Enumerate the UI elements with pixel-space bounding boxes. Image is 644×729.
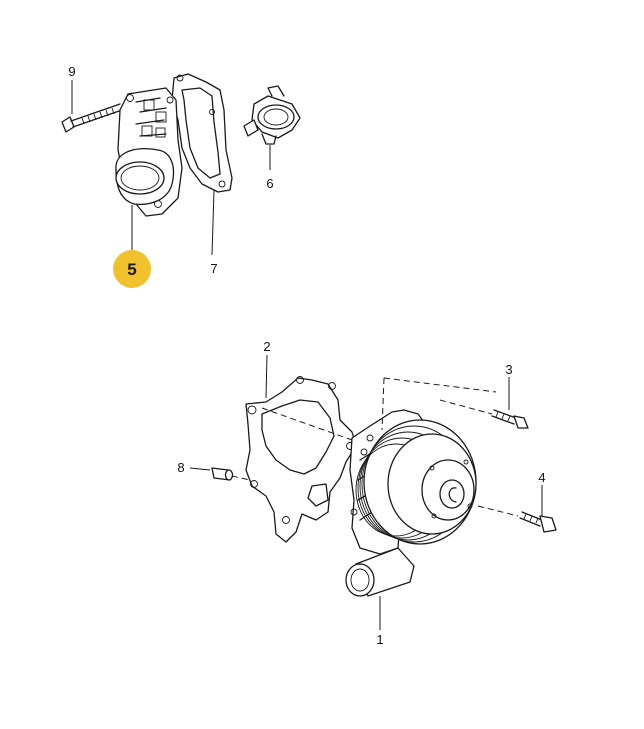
highlight-marker-5[interactable]: 5 [113,205,151,288]
leader-line-2 [265,354,268,399]
thermostat-part-6[interactable] [243,85,301,145]
callout-4: 4 [538,470,545,485]
thermostat-housing-part-5[interactable] [115,87,183,217]
bolt-part-3[interactable] [491,409,529,429]
alignment-lines [231,377,519,517]
water-pump-part-1[interactable] [345,409,477,597]
callout-3: 3 [505,362,512,377]
bolt-part-8[interactable] [61,103,123,133]
callout-8: 9 [68,64,75,79]
callout-1: 1 [376,632,383,647]
callout-9: 8 [177,460,184,475]
highlight-label: 5 [127,260,136,279]
gasket-part-2[interactable] [245,376,357,543]
callout-7: 7 [210,261,217,276]
leader-line-7 [211,189,215,256]
leader-line-9 [189,467,211,471]
highlight-circle [113,250,151,288]
callout-2: 2 [263,339,270,354]
dowel-pin-part-9[interactable] [211,467,234,481]
gasket-part-7[interactable] [171,73,233,193]
bolt-part-4[interactable] [519,511,557,533]
callout-6: 6 [266,176,273,191]
